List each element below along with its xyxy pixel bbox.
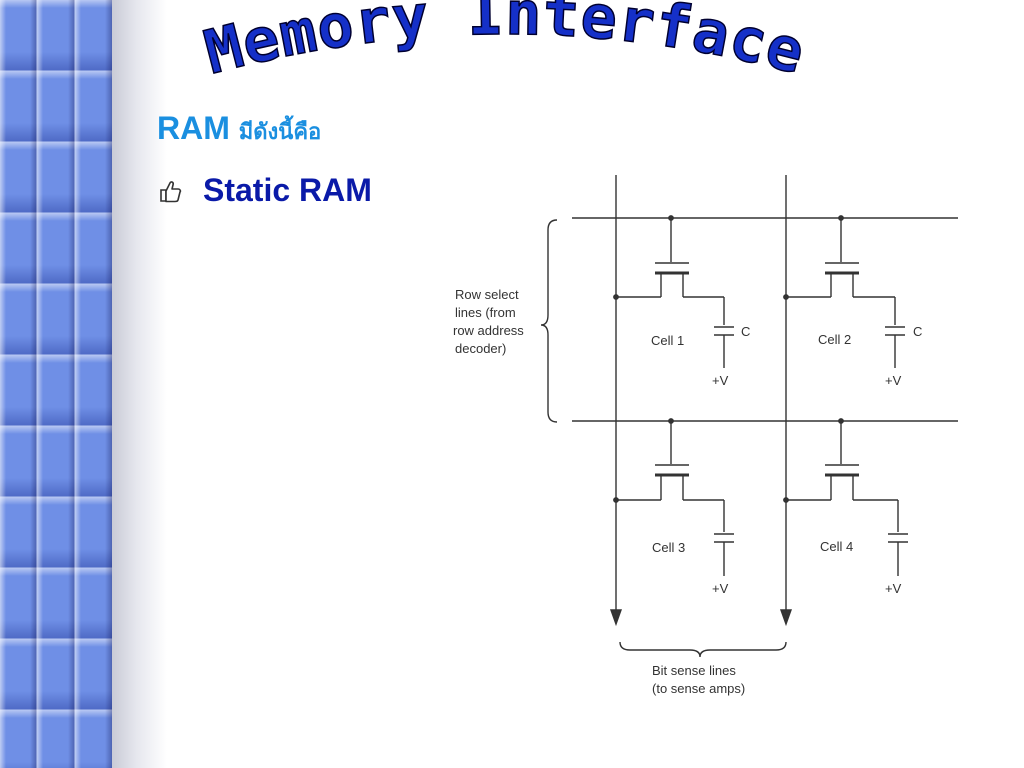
slide-title: Memory Interface [180, 0, 830, 90]
bit-line-2-arrow [780, 609, 792, 627]
bit-line-1-arrow [610, 609, 622, 627]
sram-cell-diagram: Row select lines (from row address decod… [440, 170, 960, 710]
cell-4-supply: +V [885, 581, 902, 596]
thumbs-up-icon [157, 178, 183, 204]
cell-3-label: Cell 3 [652, 540, 685, 555]
cell-1-supply: +V [712, 373, 729, 388]
svg-text:Memory Interface: Memory Interface [198, 0, 812, 88]
row-select-label-3: row address [453, 323, 524, 338]
cell-3 [613, 418, 734, 576]
row-select-label-2: lines (from [455, 305, 516, 320]
cell-2 [783, 215, 905, 368]
row-select-brace [540, 219, 558, 423]
subtitle: RAM มีดังนี้คือ [157, 110, 321, 149]
subtitle-thai: มีดังนี้คือ [238, 120, 322, 145]
cell-2-supply: +V [885, 373, 902, 388]
slide-title-text: Memory Interface [197, 0, 812, 89]
bullet-text: Static RAM [203, 172, 372, 208]
bit-sense-label-2: (to sense amps) [652, 681, 745, 696]
cell-4-label: Cell 4 [820, 539, 853, 554]
bit-sense-brace [619, 641, 787, 658]
row-select-label-4: decoder) [455, 341, 506, 356]
cell-1 [613, 215, 734, 368]
left-pattern-band [0, 0, 112, 768]
bullet-item: Static RAM [157, 172, 372, 209]
cell-3-supply: +V [712, 581, 729, 596]
cell-2-cap-label: C [913, 324, 922, 339]
cell-2-label: Cell 2 [818, 332, 851, 347]
cell-4 [783, 418, 908, 576]
cell-1-label: Cell 1 [651, 333, 684, 348]
subtitle-ram: RAM [157, 110, 230, 146]
cell-1-cap-label: C [741, 324, 750, 339]
row-select-label-1: Row select [455, 287, 519, 302]
pattern-shadow [112, 0, 167, 768]
bit-sense-label-1: Bit sense lines [652, 663, 736, 678]
